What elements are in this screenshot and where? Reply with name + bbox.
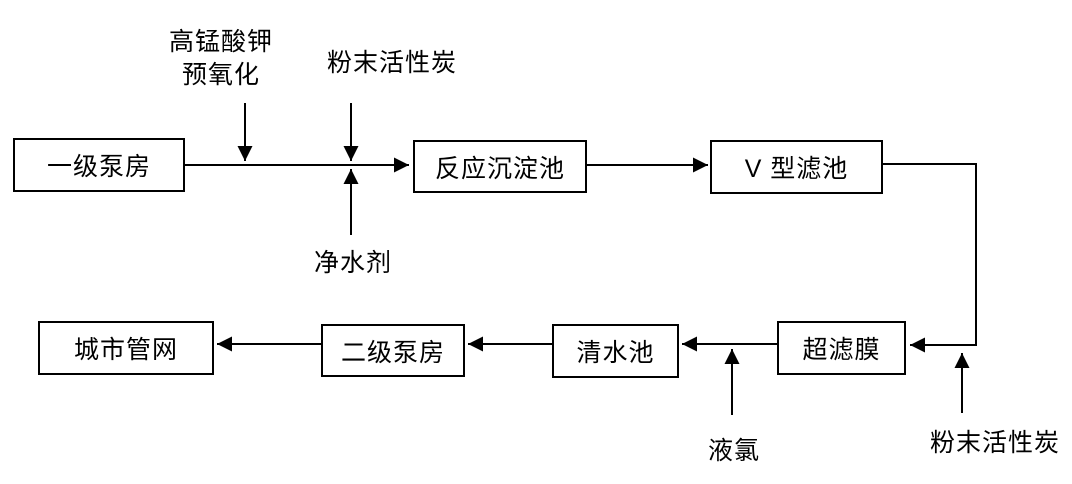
label-permanganate-line1: 高锰酸钾 [168, 28, 273, 56]
label-powdered-activated-carbon-right: 粉末活性炭 [929, 429, 1060, 457]
label-permanganate-line2: 预氧化 [181, 61, 260, 89]
node-reaction-sedimentation-tank: 反应沉淀池 [413, 140, 587, 193]
node-primary-pump-station: 一级泵房 [13, 138, 185, 192]
label-powdered-activated-carbon-top: 粉末活性炭 [326, 49, 457, 77]
node-v-type-filter: V 型滤池 [710, 140, 883, 194]
arrow-v-filter-to-ultrafilter [883, 163, 977, 353]
node-secondary-pump-station: 二级泵房 [321, 324, 465, 377]
node-city-pipe-network: 城市管网 [38, 321, 214, 375]
node-ultrafiltration-membrane: 超滤膜 [777, 321, 906, 375]
label-liquid-chlorine: 液氯 [707, 437, 760, 465]
node-clear-water-tank: 清水池 [552, 324, 679, 378]
label-potassium-permanganate-preoxidation: 高锰酸钾 预氧化 [146, 26, 296, 92]
label-water-purifier-agent: 净水剂 [313, 249, 392, 277]
